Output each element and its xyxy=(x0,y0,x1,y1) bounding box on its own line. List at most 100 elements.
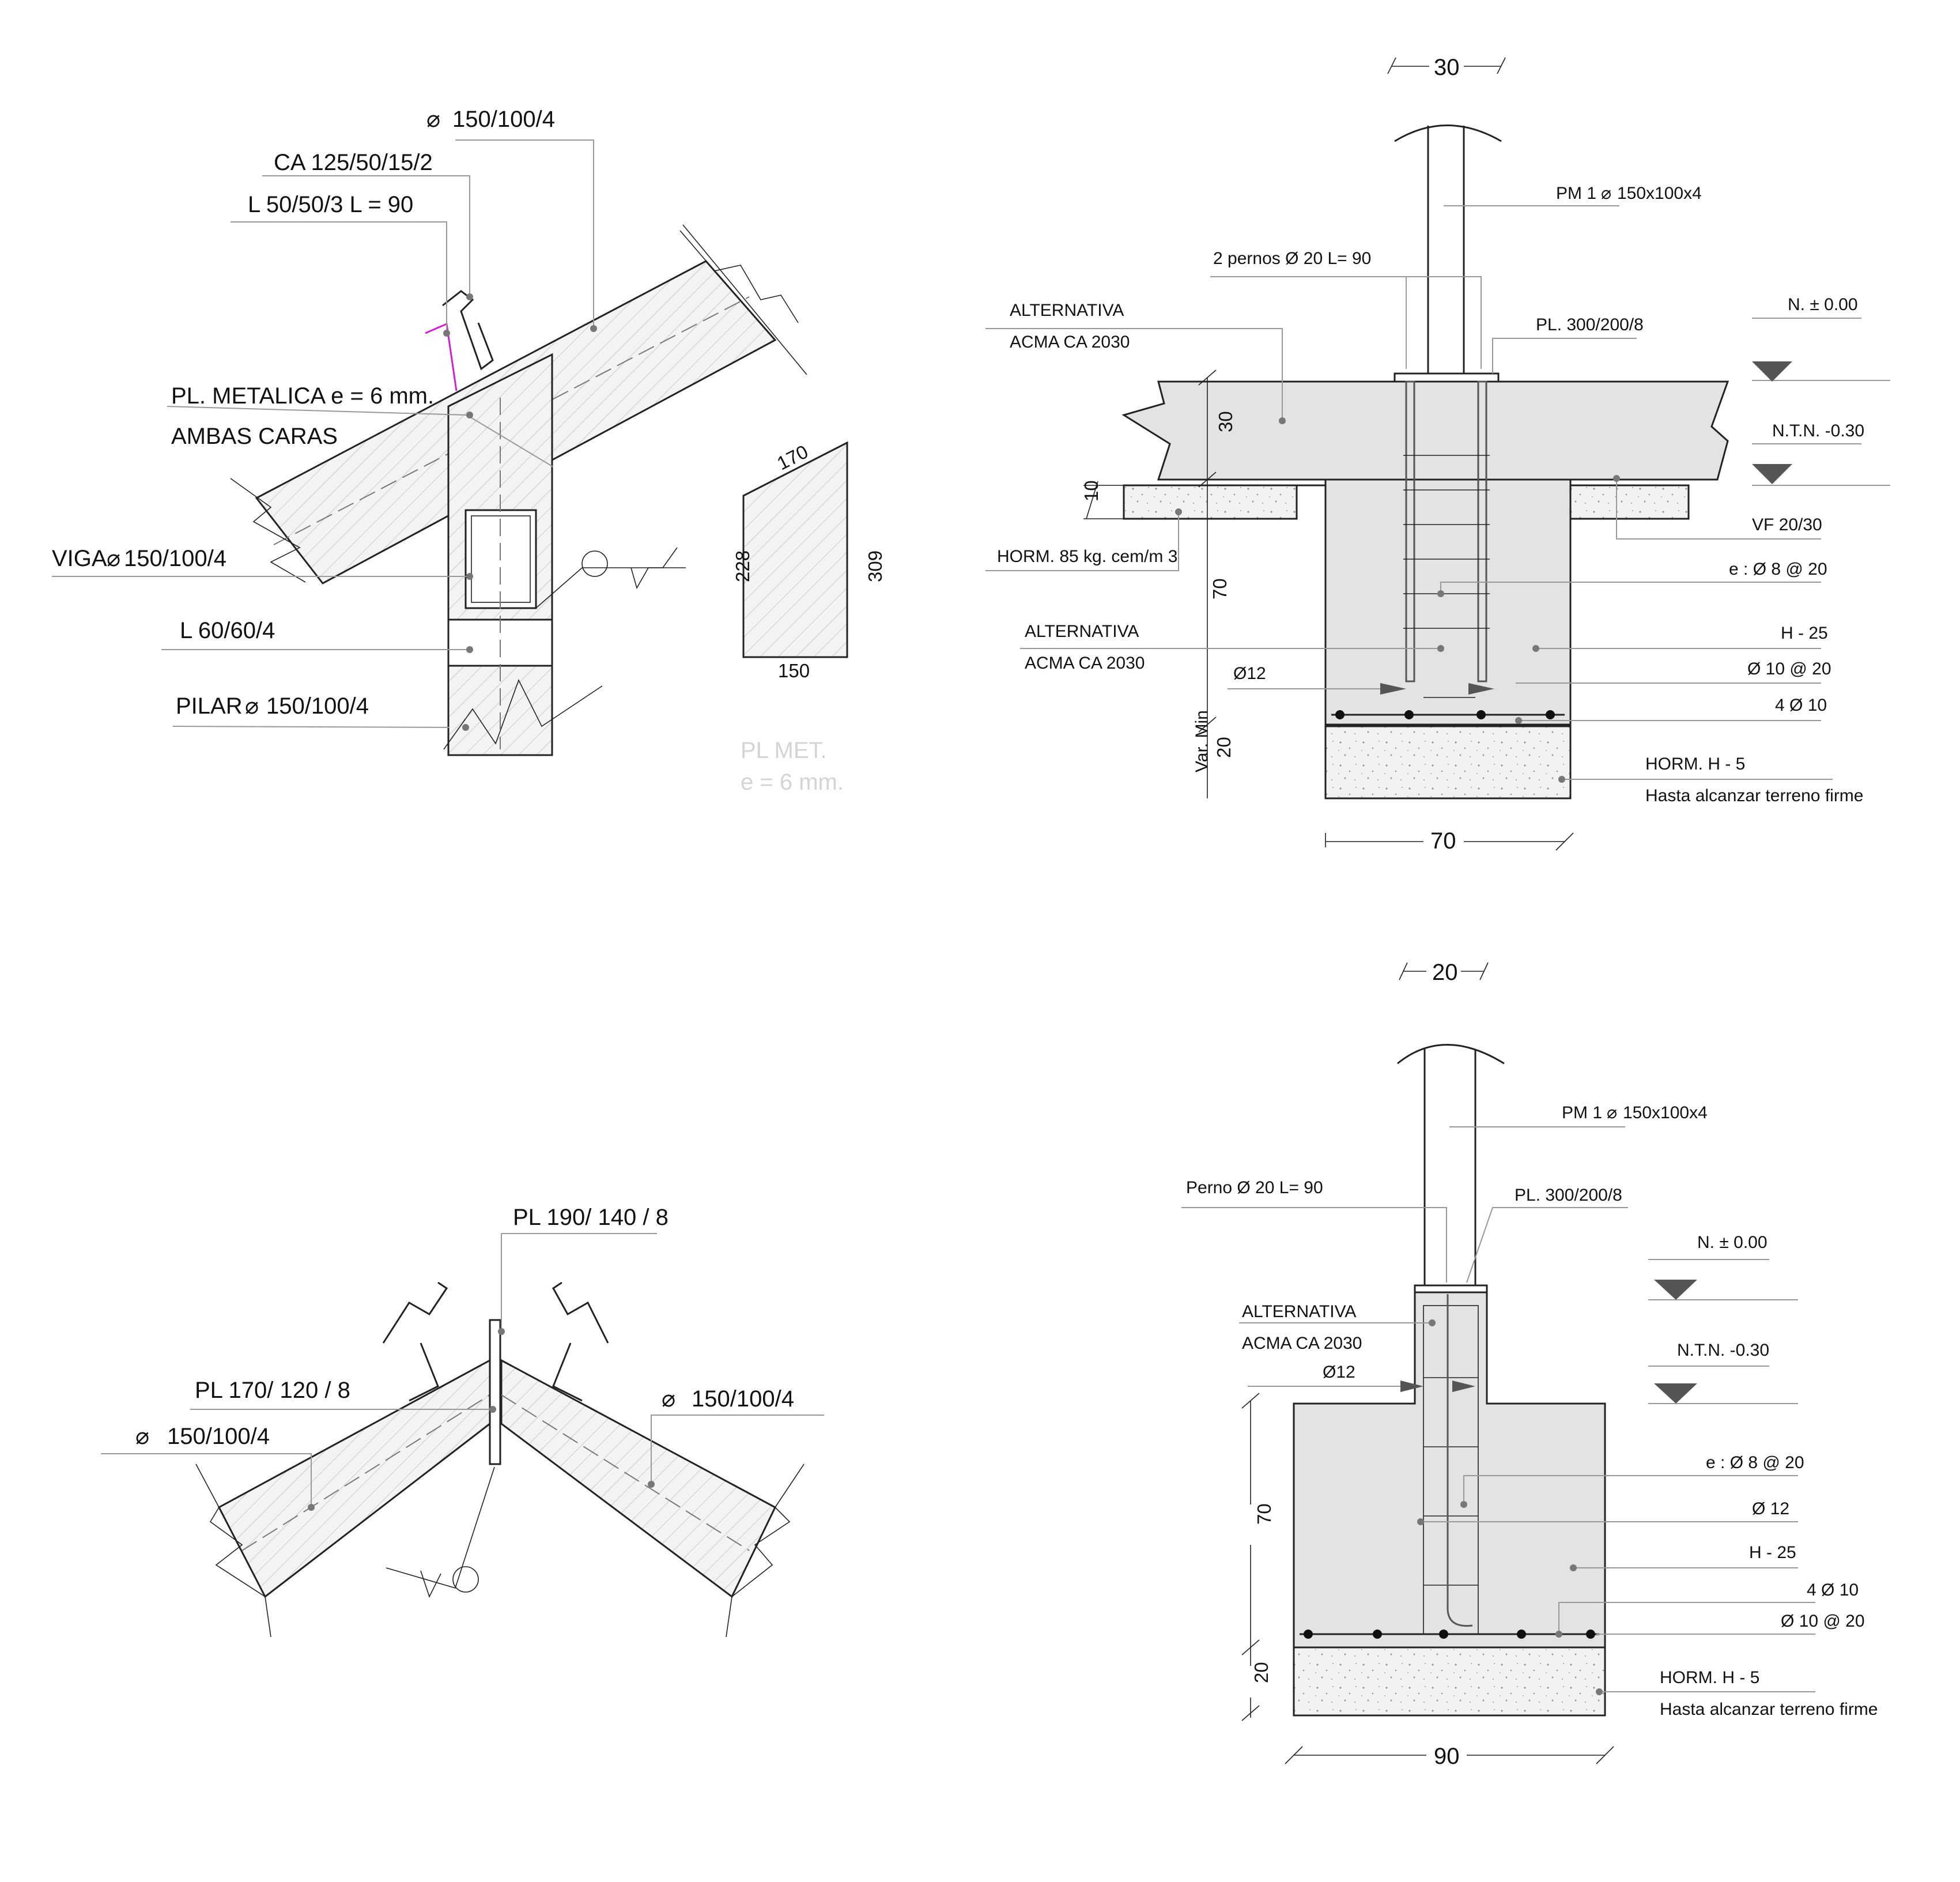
level-ntn: N.T.N. -0.30 xyxy=(1677,1341,1769,1360)
weld-symbol-circle xyxy=(581,550,608,577)
label-angle-clip: L 50/50/3 L = 90 xyxy=(248,192,413,217)
label-beam: VIGA xyxy=(52,546,107,571)
leader-dot xyxy=(466,646,473,653)
leader-dot xyxy=(1558,776,1565,783)
dim-top-20: 20 xyxy=(1432,960,1458,985)
leader-dot xyxy=(590,325,597,332)
level-0: N. ± 0.00 xyxy=(1697,1233,1768,1252)
break-line xyxy=(726,1464,805,1638)
leader-dot xyxy=(1175,508,1182,515)
leader-dot xyxy=(1570,1564,1577,1571)
leader-angle-clip xyxy=(231,221,447,333)
label-base-plate: PL. 300/200/8 xyxy=(1536,315,1644,334)
leader-dot xyxy=(648,1481,655,1488)
label-d12: Ø12 xyxy=(1323,1363,1355,1382)
break-line xyxy=(679,230,799,323)
level-ntn: N.T.N. -0.30 xyxy=(1772,421,1864,440)
leader-alt1 xyxy=(985,328,1283,421)
dim-tick xyxy=(1285,1746,1303,1764)
leader-tube-top xyxy=(455,139,594,329)
post-top-break xyxy=(1394,125,1502,142)
rafter-centerline xyxy=(241,1394,490,1551)
weld-symbol xyxy=(630,547,678,590)
leader-slab-concrete xyxy=(985,510,1179,571)
label-stirrups: e : Ø 8 @ 20 xyxy=(1729,560,1827,579)
lean-concrete xyxy=(1324,725,1572,799)
detail-c-ridge-connection: PL 190/ 140 / 8 PL 170/ 120 / 8 ⌀ 150/10… xyxy=(101,1205,824,1638)
weld-leader xyxy=(535,567,686,609)
leader-pillar xyxy=(172,726,450,728)
leader-tube-left xyxy=(101,1453,312,1507)
pillar-break-line xyxy=(443,678,603,750)
leader-tube-right xyxy=(651,1415,824,1484)
rafter-centerline xyxy=(501,1394,750,1551)
label-bars-10: Ø 10 @ 20 xyxy=(1747,659,1831,678)
tube-symbol: ⌀ xyxy=(107,546,120,571)
label-alt2-line2: ACMA CA 2030 xyxy=(1025,654,1145,673)
tube-symbol: ⌀ xyxy=(1607,1103,1617,1122)
label-lean-note: Hasta alcanzar terreno firme xyxy=(1645,786,1864,805)
label-plate-line2: AMBAS CARAS xyxy=(171,424,338,449)
label-bar12: Ø 12 xyxy=(1752,1499,1789,1518)
label-lean: HORM. H - 5 xyxy=(1660,1668,1759,1687)
label-channel: CA 125/50/15/2 xyxy=(274,150,433,175)
label-angle-60: L 60/60/4 xyxy=(180,618,275,643)
weld-symbol xyxy=(420,1570,441,1598)
dim-bottom-90: 90 xyxy=(1434,1744,1460,1769)
leader-dot xyxy=(1279,417,1286,424)
slab-blinding-left xyxy=(1123,484,1298,520)
label-alt1-line2: ACMA CA 2030 xyxy=(1010,333,1130,352)
plate-ghost-line2: e = 6 mm. xyxy=(741,770,844,795)
post-top-break xyxy=(1397,1044,1505,1065)
label-post: PM 1 xyxy=(1562,1103,1602,1122)
dim-gap xyxy=(1426,1742,1467,1768)
dim-70: 70 xyxy=(1253,1503,1275,1525)
anchor-bolt xyxy=(1447,1294,1473,1627)
label-lean: HORM. H - 5 xyxy=(1645,755,1745,774)
leader-bolts xyxy=(1210,276,1407,369)
anchor-wedge xyxy=(1380,683,1406,695)
purlin-left xyxy=(382,1281,448,1344)
leader-base-plate xyxy=(1466,1207,1628,1283)
plate-ghost-line1: PL MET. xyxy=(741,738,827,763)
dim-70: 70 xyxy=(1209,578,1230,599)
dim-tick xyxy=(1387,57,1396,74)
anchor-wedge xyxy=(1452,1381,1475,1392)
angle-clip-l50 xyxy=(425,322,458,391)
rebar-dot xyxy=(1439,1630,1448,1639)
leader-dot xyxy=(1596,1688,1603,1695)
rebar-dot xyxy=(1373,1630,1382,1639)
label-tube-top: 150/100/4 xyxy=(452,107,555,132)
label-pl-left: PL 170/ 120 / 8 xyxy=(195,1378,350,1403)
leader-dot xyxy=(1417,1518,1424,1525)
dim-20: 20 xyxy=(1251,1662,1272,1683)
plate-dim-right: 309 xyxy=(864,550,886,582)
leader-dot xyxy=(462,724,469,731)
dim-line xyxy=(1086,481,1098,519)
purlin-right-web xyxy=(552,1342,583,1402)
detail-d-post-footing: 20 70 20 xyxy=(1181,958,1878,1769)
tube-symbol: ⌀ xyxy=(135,1424,149,1449)
level-triangle xyxy=(1654,1383,1697,1404)
ridge-plate xyxy=(489,1319,501,1465)
leader-bolts xyxy=(1406,276,1482,369)
label-vf: VF 20/30 xyxy=(1752,515,1822,534)
plate-dim-left: 228 xyxy=(732,550,753,582)
tube-symbol: ⌀ xyxy=(1601,184,1611,203)
label-post-size: 150x100x4 xyxy=(1623,1103,1708,1122)
label-bars-10: Ø 10 @ 20 xyxy=(1781,1612,1865,1631)
bolt-left xyxy=(1405,380,1415,682)
break-line xyxy=(230,478,306,583)
label-bars-4: 4 Ø 10 xyxy=(1775,696,1827,715)
leader-dot xyxy=(1460,1501,1467,1508)
leader-dot xyxy=(1429,1319,1436,1326)
dim-gap xyxy=(1236,1504,1265,1545)
label-tube-right: 150/100/4 xyxy=(692,1386,794,1412)
rebar-dot xyxy=(1586,1630,1595,1639)
label-beam-size: 150/100/4 xyxy=(124,546,226,571)
leader-dot xyxy=(466,293,473,300)
label-plate-line1: PL. METALICA e = 6 mm. xyxy=(171,383,434,409)
label-lean-note: Hasta alcanzar terreno firme xyxy=(1660,1700,1878,1719)
rebar-dot xyxy=(1335,710,1345,719)
plate-shape xyxy=(742,441,848,658)
